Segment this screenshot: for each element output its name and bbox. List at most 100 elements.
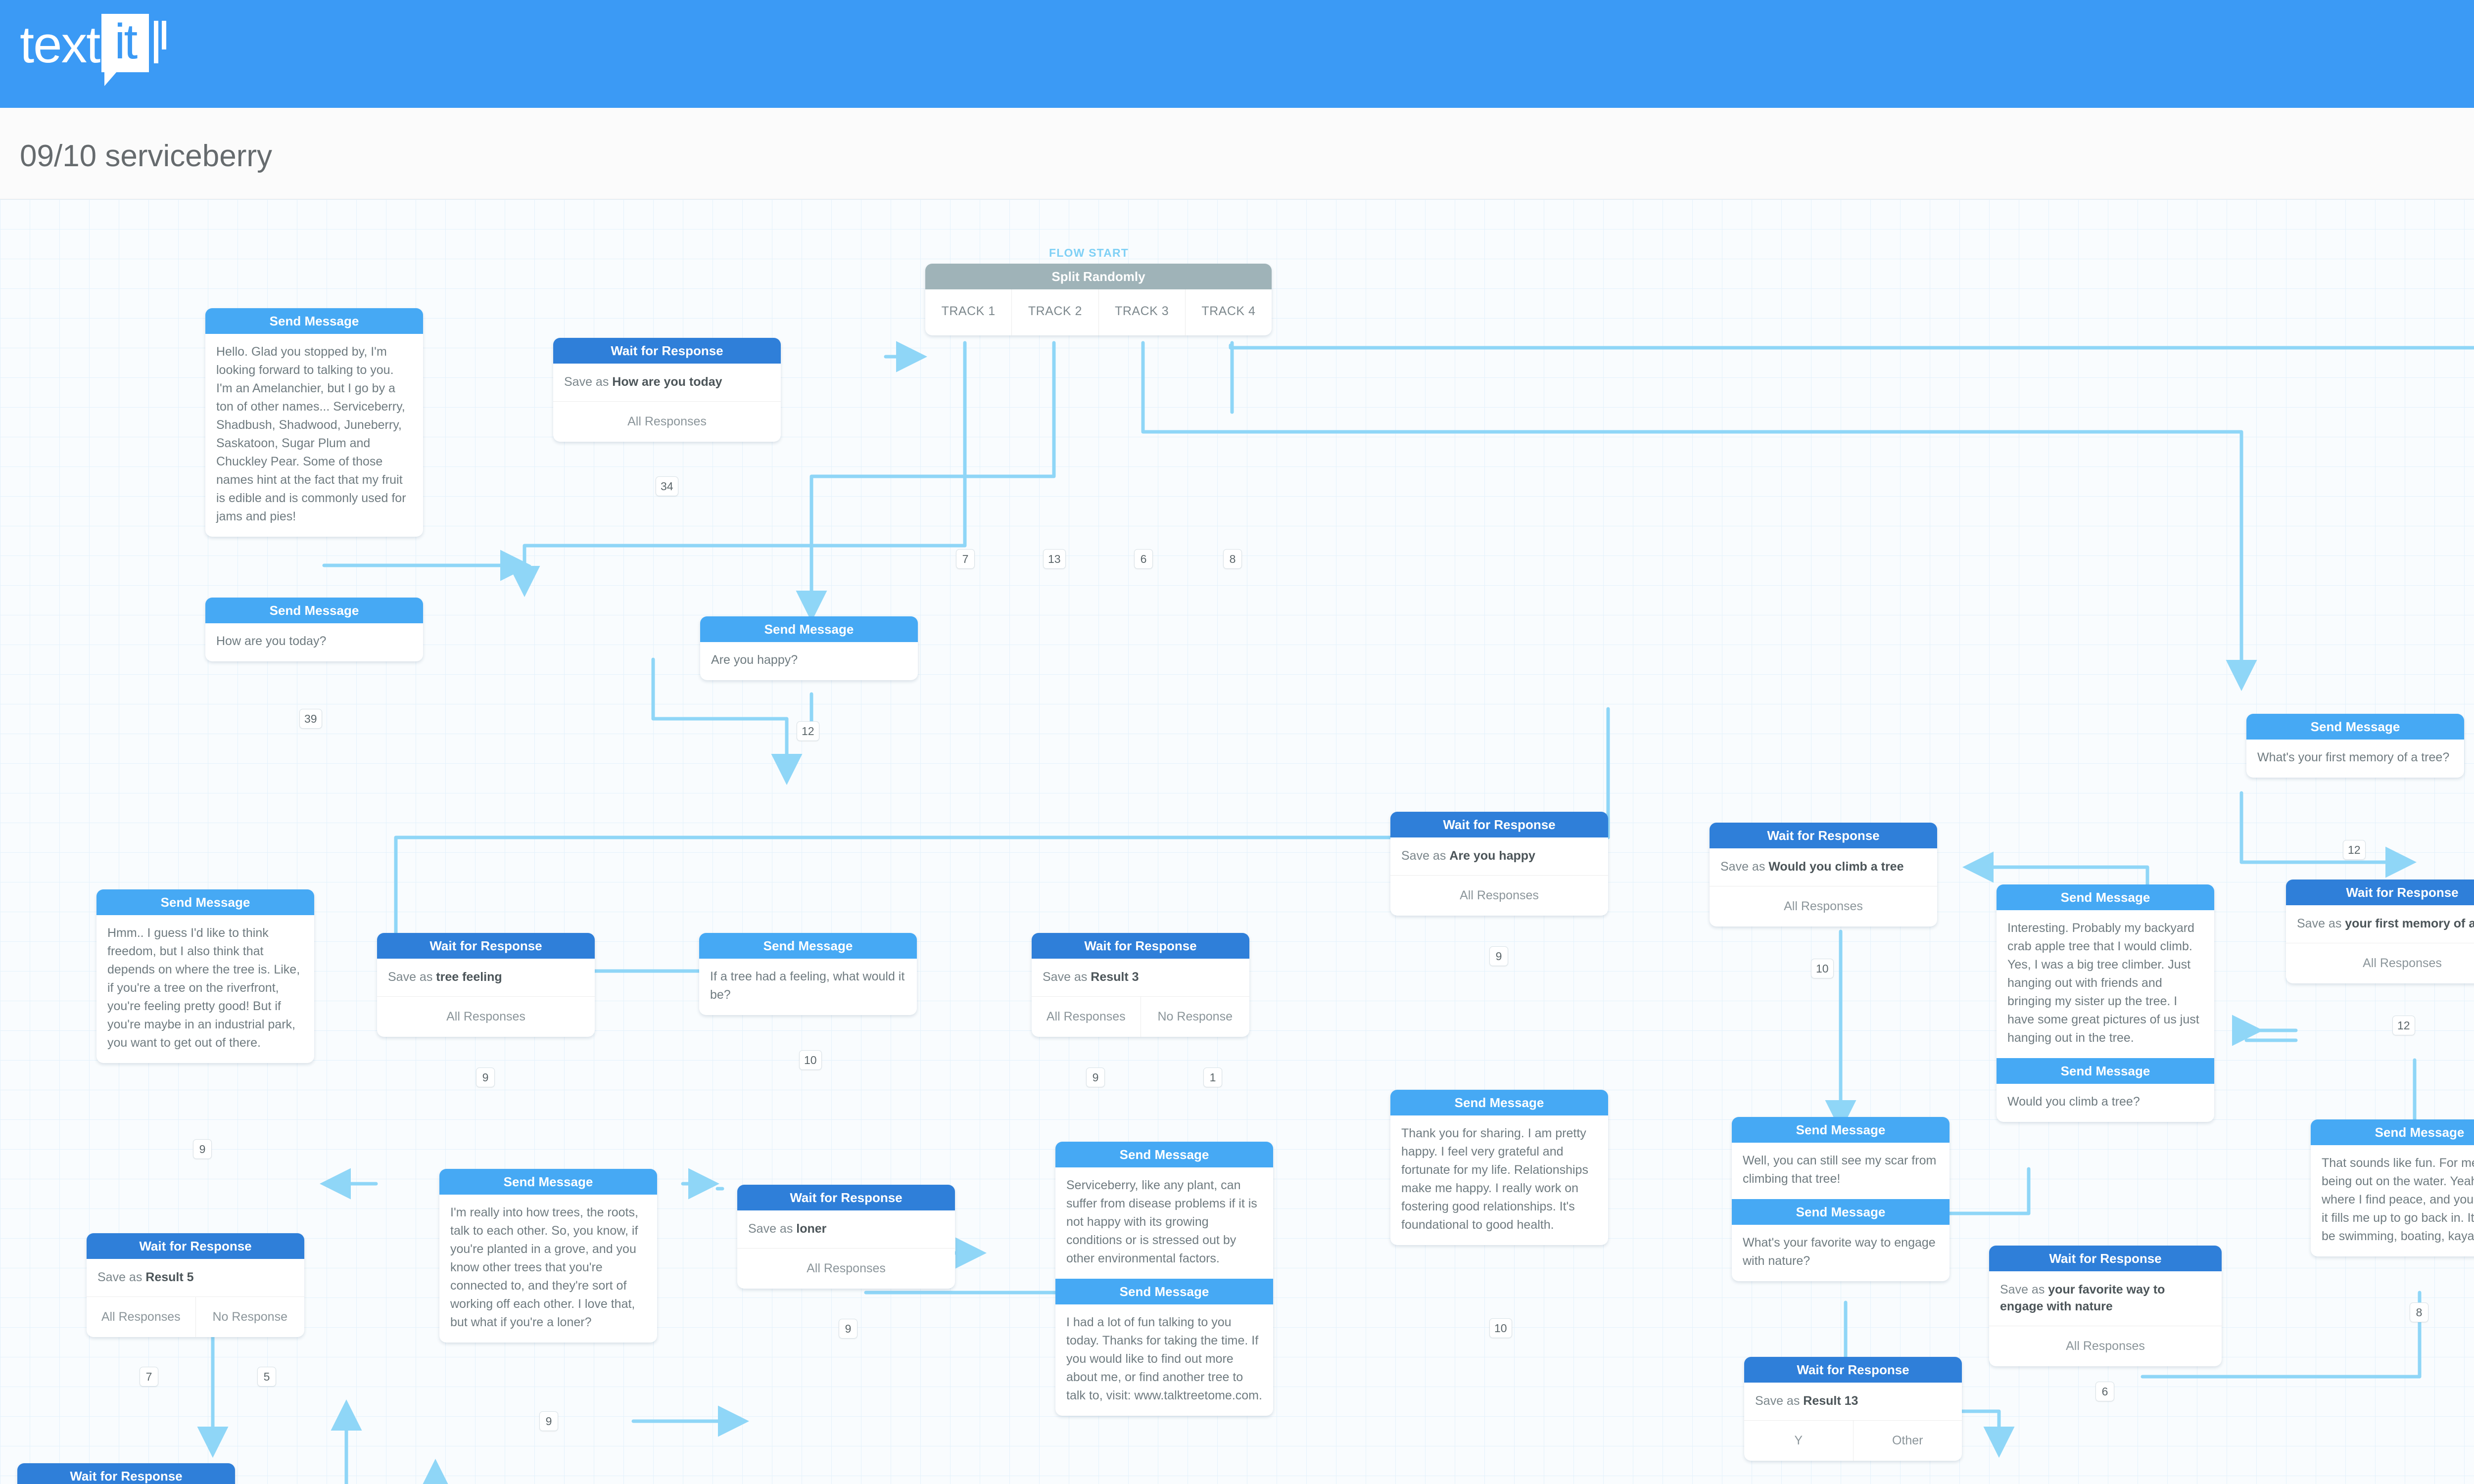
node-title: Send Message	[1055, 1279, 1273, 1304]
logo-bars-icon	[154, 21, 170, 63]
node-send-interesting-crab-apple[interactable]: Send Message Interesting. Probably my ba…	[1997, 884, 2214, 1122]
node-title: Send Message	[1997, 1058, 2214, 1084]
exit-count: 9	[839, 1319, 857, 1339]
exit-all-responses[interactable]: All Responses	[2066, 1339, 2145, 1353]
exit-all-responses[interactable]: All Responses	[627, 415, 707, 428]
node-message-text: I'm really into how trees, the roots, ta…	[450, 1206, 638, 1329]
exit-count: 12	[2392, 1016, 2415, 1035]
node-title: Wait for Response	[553, 338, 781, 364]
node-send-first-memory-of-a-tree[interactable]: Send Message What's your first memory of…	[2246, 714, 2464, 778]
app-header: text it	[0, 0, 2474, 108]
node-title: Wait for Response	[1744, 1357, 1962, 1383]
exit-all-responses[interactable]: All Responses	[2363, 956, 2442, 970]
node-exits: All Responses	[1710, 886, 1937, 927]
node-exits: All Responses	[1989, 1326, 2222, 1366]
save-as-value: Result 13	[1803, 1394, 1858, 1408]
node-save-as: Save as Would you climb a tree	[1710, 848, 1937, 886]
node-title: Send Message	[205, 308, 423, 334]
textit-logo[interactable]: text it	[20, 14, 170, 86]
save-as-prefix: Save as	[1755, 1394, 1804, 1408]
node-wait-would-you-climb-a-tree[interactable]: Wait for Response Save as Would you clim…	[1710, 823, 1937, 927]
exit-count: 34	[656, 476, 678, 496]
node-message-text: Hello. Glad you stopped by, I'm looking …	[216, 345, 406, 523]
exit-count: 1	[1203, 1067, 1222, 1087]
node-wait-how-are-you-today[interactable]: Wait for Response Save as How are you to…	[553, 338, 781, 442]
exit-count: 12	[2343, 840, 2366, 860]
node-send-scar-from-climbing[interactable]: Send Message Well, you can still see my …	[1732, 1117, 1950, 1281]
exit-all-responses[interactable]: All Responses	[446, 1010, 525, 1023]
node-save-as: Save as Result 13	[1744, 1383, 1962, 1420]
node-send-how-are-you-today[interactable]: Send Message How are you today?	[205, 598, 423, 661]
node-send-are-you-happy[interactable]: Send Message Are you happy?	[700, 616, 918, 680]
node-wait-loner[interactable]: Wait for Response Save as loner All Resp…	[737, 1185, 955, 1289]
exit-count: 8	[1223, 549, 1242, 569]
node-exits: All Responses	[1390, 875, 1608, 916]
node-title: Wait for Response	[1390, 812, 1608, 837]
node-exits: All Responses	[737, 1248, 955, 1289]
node-save-as: Save as your favorite way to engage with…	[1989, 1271, 2222, 1326]
exit-track-1[interactable]: TRACK 1	[925, 289, 1012, 335]
node-title: Wait for Response	[1710, 823, 1937, 848]
node-message-text: How are you today?	[216, 634, 327, 648]
save-as-prefix: Save as	[2297, 917, 2345, 930]
logo-word-it: it	[114, 14, 138, 69]
node-message-text: That sounds like fun. For me it's being …	[2322, 1156, 2474, 1243]
node-title: Send Message	[1055, 1142, 1273, 1167]
exit-no-response[interactable]: No Response	[1157, 1010, 1233, 1023]
node-title: Wait for Response	[87, 1233, 304, 1259]
node-wait-result-3[interactable]: Wait for Response Save as Result 3 All R…	[1032, 933, 1249, 1037]
exit-no-response[interactable]: No Response	[212, 1310, 287, 1324]
node-save-as: Save as Are you happy	[1390, 837, 1608, 875]
node-title: Send Message	[1732, 1199, 1950, 1225]
save-as-value: How are you today	[612, 375, 722, 389]
node-send-out-on-the-water[interactable]: Send Message That sounds like fun. For m…	[2311, 1119, 2474, 1256]
save-as-value: Are you happy	[1449, 849, 1535, 863]
node-split-randomly[interactable]: Split Randomly TRACK 1 TRACK 2 TRACK 3 T…	[925, 264, 1272, 335]
node-wait-result-5[interactable]: Wait for Response Save as Result 5 All R…	[87, 1233, 304, 1337]
node-wait-tree-feeling[interactable]: Wait for Response Save as tree feeling A…	[377, 933, 595, 1037]
exit-track-2[interactable]: TRACK 2	[1012, 289, 1099, 335]
save-as-value: your favorite way to engage with nature	[2000, 1283, 2165, 1313]
node-title: Wait for Response	[377, 933, 595, 959]
node-wait-result-13[interactable]: Wait for Response Save as Result 13 Y Ot…	[1744, 1357, 1962, 1461]
node-message-text: Well, you can still see my scar from cli…	[1743, 1154, 1937, 1186]
node-message-text: Would you climb a tree?	[2007, 1095, 2140, 1109]
save-as-value: Result 5	[145, 1270, 194, 1284]
node-wait-are-you-happy[interactable]: Wait for Response Save as Are you happy …	[1390, 812, 1608, 916]
node-title: Send Message	[96, 889, 314, 915]
node-wait-favorite-way-engage-nature[interactable]: Wait for Response Save as your favorite …	[1989, 1246, 2222, 1366]
node-send-roots-talk-to-each-other[interactable]: Send Message I'm really into how trees, …	[439, 1169, 657, 1343]
node-title: Send Message	[699, 933, 917, 959]
node-send-hello[interactable]: Send Message Hello. Glad you stopped by,…	[205, 308, 423, 537]
exit-other[interactable]: Other	[1892, 1434, 1923, 1447]
node-message-text: Interesting. Probably my backyard crab a…	[2007, 921, 2199, 1045]
node-title: Send Message	[2311, 1119, 2474, 1145]
node-send-thank-you-for-sharing[interactable]: Send Message Thank you for sharing. I am…	[1390, 1090, 1608, 1245]
flow-start-label: FLOW START	[1049, 246, 1129, 259]
node-send-hmm-freedom[interactable]: Send Message Hmm.. I guess I'd like to t…	[96, 889, 314, 1063]
exit-all-responses[interactable]: All Responses	[807, 1261, 886, 1275]
save-as-prefix: Save as	[388, 970, 436, 984]
exit-all-responses[interactable]: All Responses	[1460, 888, 1539, 902]
node-save-as: Save as How are you today	[553, 364, 781, 401]
node-message-text: What's your first memory of a tree?	[2257, 750, 2450, 764]
exit-track-3[interactable]: TRACK 3	[1099, 289, 1186, 335]
node-message-text: If a tree had a feeling, what would it b…	[710, 970, 905, 1002]
exit-all-responses[interactable]: All Responses	[87, 1297, 196, 1337]
exit-count: 9	[1489, 946, 1508, 966]
node-send-if-a-tree-had-a-feeling[interactable]: Send Message If a tree had a feeling, wh…	[699, 933, 917, 1015]
node-title: Wait for Response	[2286, 880, 2474, 905]
exit-count: 7	[956, 549, 975, 569]
exit-all-responses[interactable]: All Responses	[1784, 899, 1863, 913]
exit-count: 5	[257, 1367, 276, 1387]
node-send-disease-problems[interactable]: Send Message Serviceberry, like any plan…	[1055, 1142, 1273, 1416]
exit-track-4[interactable]: TRACK 4	[1201, 304, 1256, 318]
save-as-prefix: Save as	[1401, 849, 1450, 863]
exit-y[interactable]: Y	[1744, 1421, 1854, 1461]
exit-all-responses[interactable]: All Responses	[1032, 997, 1141, 1037]
save-as-value: Result 3	[1091, 970, 1139, 984]
node-wait-first-memory-of-a-tree[interactable]: Wait for Response Save as your first mem…	[2286, 880, 2474, 983]
node-wait-bottom-left[interactable]: Wait for Response	[17, 1463, 235, 1484]
logo-word-text: text	[20, 16, 100, 74]
flow-canvas[interactable]: FLOW START Split Randomly TRACK 1 TRACK …	[0, 199, 2474, 1484]
